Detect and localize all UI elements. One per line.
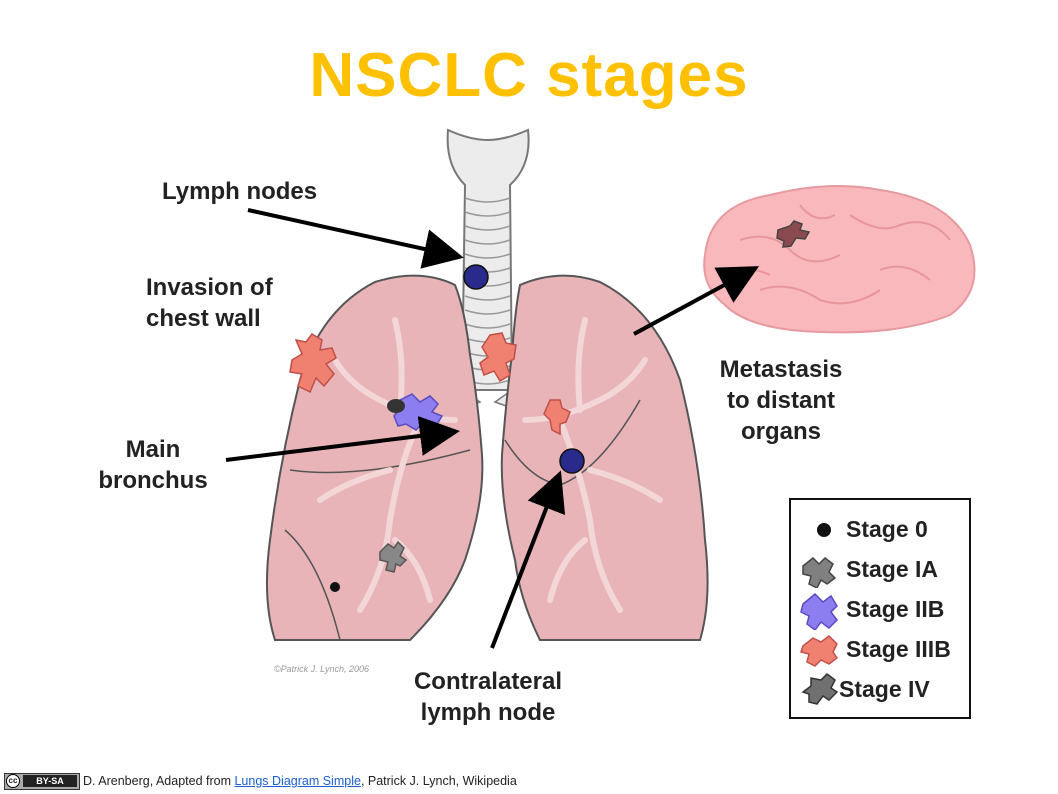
arrow-main-bronchus	[225, 416, 460, 462]
legend-item-stage-ia: Stage IA	[791, 552, 971, 588]
tumor-stage-ia	[379, 540, 408, 573]
label-contralateral-line1: Contralateral	[413, 668, 563, 695]
legend-label: Stage IV	[839, 676, 930, 702]
footer-prefix: D. Arenberg, Adapted from	[83, 773, 235, 788]
legend-label: Stage IIB	[846, 596, 945, 622]
label-contralateral-lymph-node: Contralateral lymph node	[396, 666, 580, 728]
legend-item-stage-iib: Stage IIB	[791, 592, 971, 630]
legend-label: Stage IIIB	[846, 636, 951, 662]
arrow-contralateral	[490, 470, 566, 649]
tumor-stage-iiib-contralateral	[543, 399, 571, 436]
cc-badge-text: BY-SA	[23, 775, 77, 787]
legend-item-stage-iiib: Stage IIIB	[791, 632, 971, 668]
tumor-shadow	[387, 399, 405, 413]
cc-icon: cc	[6, 774, 20, 788]
left-lung	[500, 274, 709, 641]
label-lymph-nodes: Lymph nodes	[162, 178, 318, 205]
tumor-stage-iv-brain	[776, 220, 811, 248]
label-metastasis-line1: Metastasis	[719, 356, 843, 383]
brain	[703, 185, 976, 334]
cc-license-badge[interactable]: cc BY-SA	[4, 773, 80, 790]
lymph-node-trachea	[463, 264, 489, 290]
tumor-icon	[802, 556, 837, 588]
label-invasion-line1: Invasion of	[146, 274, 273, 301]
legend: Stage 0 Stage IA Stage IIB Stage IIIB St…	[789, 498, 971, 719]
tumor-stage-iiib-chest-wall	[289, 333, 337, 394]
right-lung	[265, 274, 484, 641]
label-metastasis-line2: to distant	[727, 387, 835, 414]
page-title: NSCLC stages	[309, 41, 749, 110]
label-metastasis: Metastasis to distant organs	[700, 354, 862, 447]
tumor-stage-iiib-node	[479, 332, 517, 383]
dot-icon	[817, 523, 831, 537]
lymph-node-contralateral	[559, 448, 585, 474]
label-contralateral-line2: lymph node	[420, 699, 556, 726]
label-invasion-line2: chest wall	[146, 305, 261, 332]
label-main-bronchus: Main bronchus	[86, 434, 220, 496]
footer-suffix: , Patrick J. Lynch, Wikipedia	[360, 773, 517, 788]
legend-item-stage-0: Stage 0	[791, 512, 971, 548]
arrow-metastasis	[633, 266, 760, 336]
tumor-icon	[800, 592, 838, 630]
arrow-lymph-nodes	[247, 208, 464, 269]
legend-label: Stage 0	[846, 516, 928, 542]
legend-item-stage-iv: Stage IV	[791, 672, 971, 708]
tumor-icon	[800, 635, 839, 667]
legend-label: Stage IA	[846, 556, 939, 582]
label-invasion-chest-wall: Invasion of chest wall	[146, 272, 273, 334]
label-metastasis-line3: organs	[740, 418, 821, 445]
illustration-credit: ©Patrick J. Lynch, 2006	[274, 664, 370, 674]
label-main-line2: bronchus	[98, 467, 208, 494]
tumor-icon	[801, 673, 839, 705]
source-link[interactable]: Lungs Diagram Simple	[234, 773, 361, 788]
tumor-stage-0	[330, 582, 340, 592]
label-main-line1: Main	[125, 436, 181, 463]
footer-attribution: cc BY-SA D. Arenberg, Adapted from Lungs…	[4, 773, 517, 791]
